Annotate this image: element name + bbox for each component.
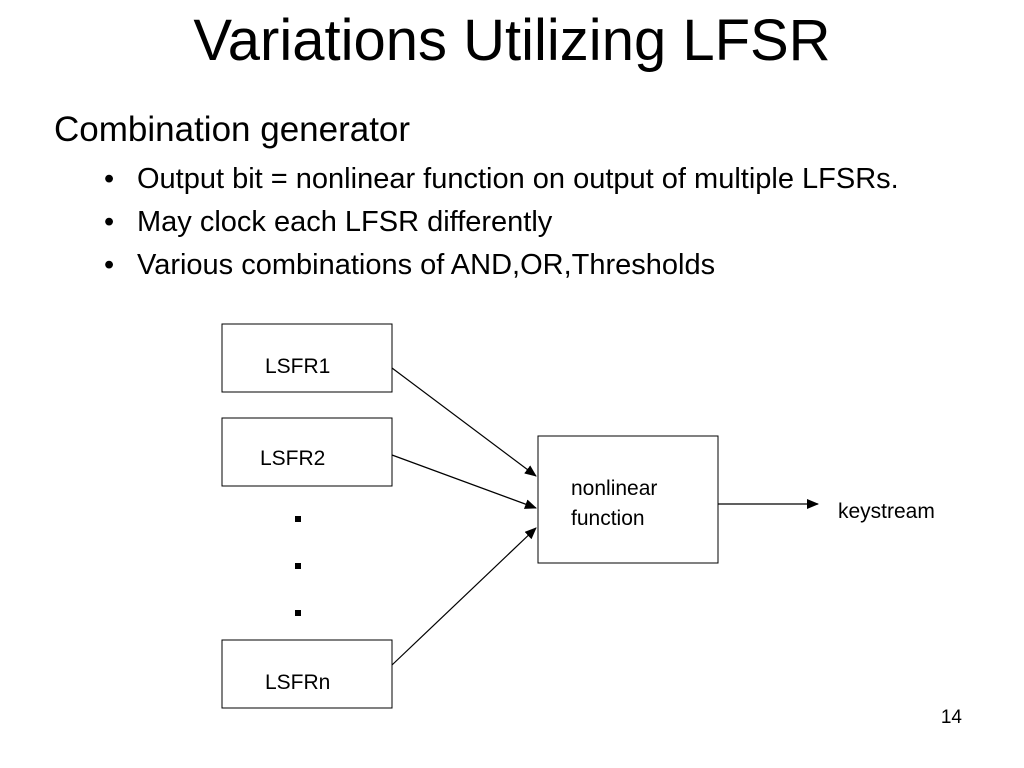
section-heading: Combination generator — [54, 110, 411, 149]
ellipsis-dot — [295, 610, 301, 616]
nonlinear-function-label-line2: function — [571, 507, 645, 530]
bullet-list: Output bit = nonlinear function on outpu… — [104, 162, 924, 291]
page-number: 14 — [940, 707, 962, 728]
ellipsis-dot — [295, 516, 301, 522]
bullet-item: Output bit = nonlinear function on outpu… — [104, 162, 924, 196]
arrow-lfsr-1-to-function — [391, 367, 537, 477]
keystream-label: keystream — [838, 500, 935, 523]
nonlinear-function-label-line1: nonlinear — [571, 477, 657, 500]
lfsr-1-label: LSFR1 — [265, 355, 330, 378]
lfsr-2-label: LSFR2 — [260, 447, 325, 470]
lfsr-2-box — [221, 417, 393, 487]
lfsr-n-box — [221, 639, 393, 709]
arrow-lfsr-n-to-function — [391, 527, 537, 666]
arrow-lfsr-2-to-function — [391, 454, 537, 509]
slide-title: Variations Utilizing LFSR — [193, 8, 831, 73]
ellipsis-dot — [295, 563, 301, 569]
nonlinear-function-box — [537, 435, 719, 564]
bullet-item: May clock each LFSR differently — [104, 205, 924, 239]
lfsr-n-label: LSFRn — [265, 671, 330, 694]
bullet-item: Various combinations of AND,OR,Threshold… — [104, 248, 924, 282]
lfsr-1-box — [221, 323, 393, 393]
